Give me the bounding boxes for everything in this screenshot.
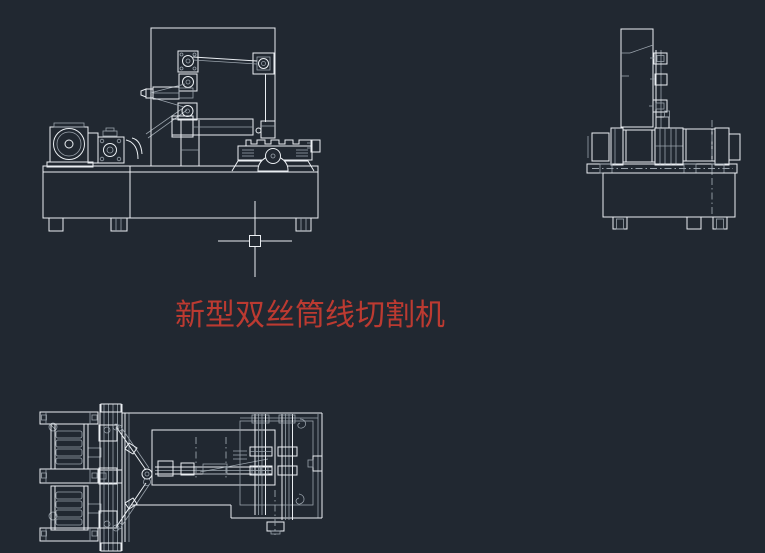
motor: [46, 122, 94, 168]
side-column: [620, 28, 670, 129]
drawing-title: 新型双丝筒线切割机: [175, 299, 445, 332]
guide-rails: [98, 403, 130, 552]
wire-drums: [587, 127, 741, 166]
front-view: [42, 27, 321, 232]
link-arms: [115, 424, 153, 530]
wire-guide-nozzle: [140, 86, 194, 100]
wire-pulleys: [149, 50, 275, 122]
table-knob: [307, 139, 321, 153]
feed-knob: [307, 455, 323, 472]
work-table: [231, 139, 321, 172]
crosshair-cursor: [218, 201, 292, 277]
lower-drum-plan: [50, 485, 89, 531]
upper-drum-plan: [50, 423, 89, 470]
slide-columns: [249, 414, 323, 535]
side-base: [586, 120, 738, 230]
machine-bed: [42, 165, 319, 232]
lower-arm: [171, 115, 276, 139]
gearbox: [87, 105, 188, 164]
lead-screw: [155, 458, 272, 477]
side-view: [586, 28, 741, 230]
top-view: [39, 403, 323, 552]
column: [150, 27, 276, 166]
